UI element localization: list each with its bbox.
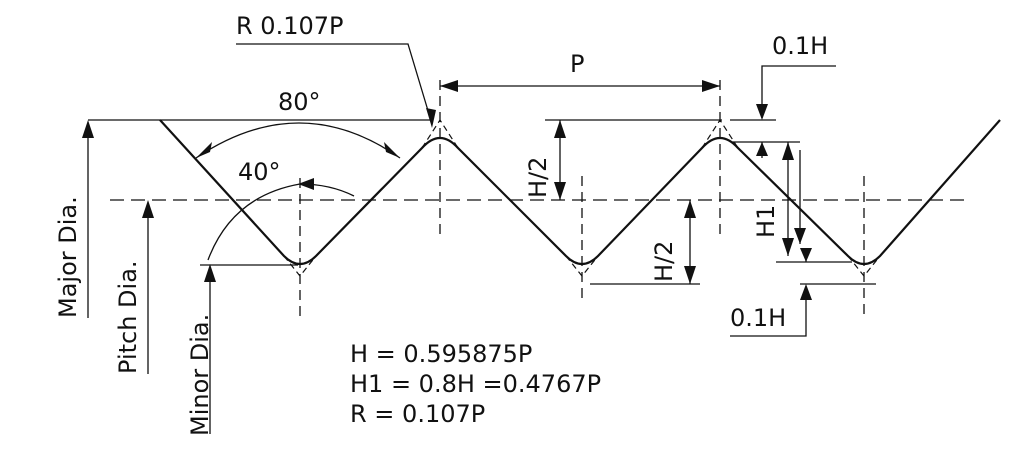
top-truncation-label: 0.1H [772,32,828,60]
formula-h: H = 0.595875P [350,340,532,368]
minor-dia-label: Minor Dia. [186,314,214,436]
centre-lines [299,80,865,320]
pitch-label: P [570,50,584,78]
pitch-dia-label: Pitch Dia. [114,260,142,374]
h1-label: H1 [752,205,780,238]
formula-r: R = 0.107P [350,400,485,428]
bottom-truncation-label: 0.1H [730,304,786,332]
angle-40-label: 40° [238,158,281,186]
radius-label: R 0.107P [236,12,343,40]
h-half-lower-label: H/2 [650,241,678,282]
angle-40-arc [207,183,355,261]
bottom-truncation-leader [730,288,807,337]
formula-h1: H1 = 0.8H =0.4767P [350,370,601,398]
top-truncation-leader [761,65,836,118]
angle-80-arc [195,122,401,159]
angle-80-label: 80° [278,88,321,116]
major-dia-label: Major Dia. [54,196,82,318]
radius-leader [236,43,433,125]
thread-profile [159,119,1001,266]
h-half-upper-label: H/2 [524,157,552,198]
